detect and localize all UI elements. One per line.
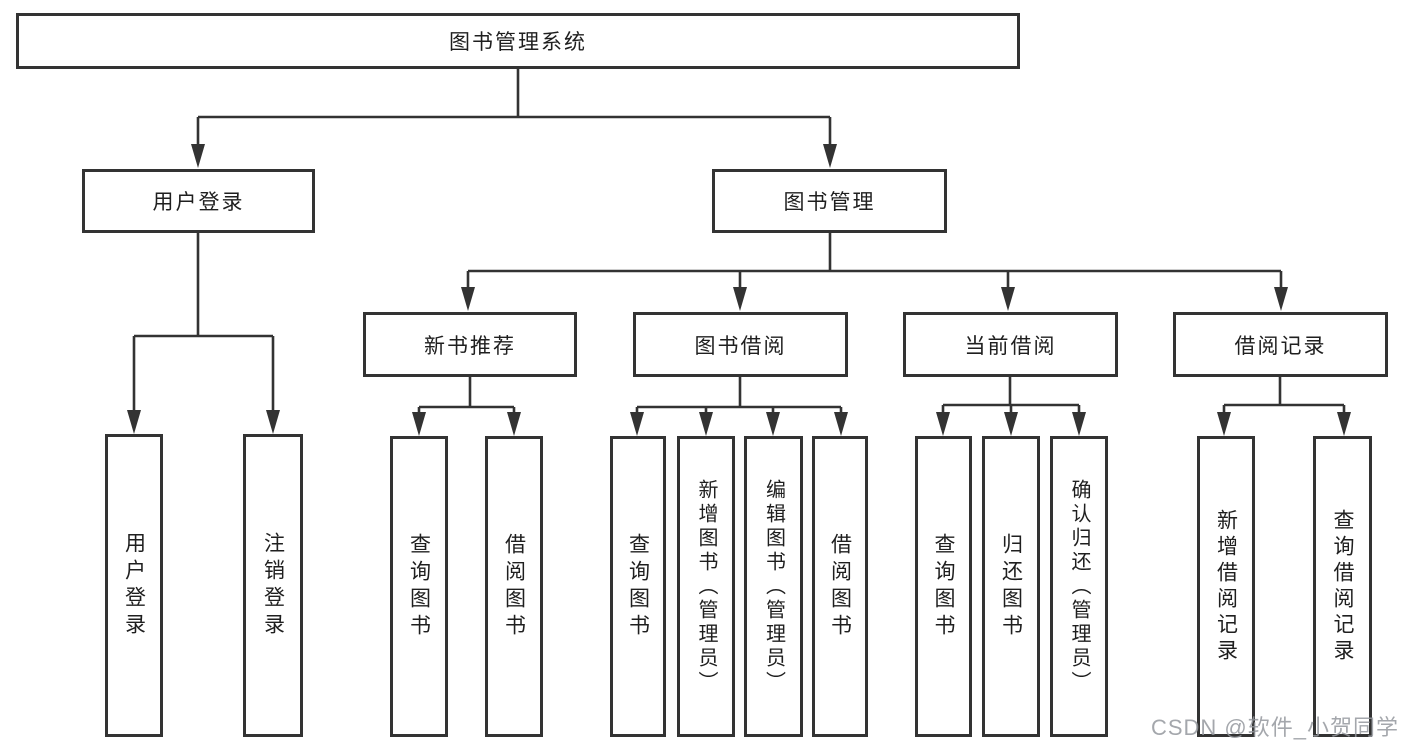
leaf-query-books-borrow: 查询图书	[610, 436, 666, 737]
leaf-add-borrow-record: 新增借阅记录	[1197, 436, 1255, 737]
node-book-management: 图书管理	[712, 169, 947, 233]
leaf-query-books-recommend: 查询图书	[390, 436, 448, 737]
leaf-user-login: 用户登录	[105, 434, 163, 737]
leaf-edit-books-admin: 编辑图书（管理员）	[744, 436, 803, 737]
leaf-logout: 注销登录	[243, 434, 303, 737]
node-borrow-record: 借阅记录	[1173, 312, 1388, 377]
leaf-borrow-books-recommend: 借阅图书	[485, 436, 543, 737]
node-new-book-recommend: 新书推荐	[363, 312, 577, 377]
node-current-borrow: 当前借阅	[903, 312, 1118, 377]
csdn-watermark: CSDN @软件_小贺同学	[1150, 715, 1399, 740]
leaf-borrow-books: 借阅图书	[812, 436, 868, 737]
leaf-return-books: 归还图书	[982, 436, 1040, 737]
node-user-login: 用户登录	[82, 169, 315, 233]
leaf-query-books-current: 查询图书	[915, 436, 972, 737]
leaf-add-books-admin: 新增图书（管理员）	[677, 436, 735, 737]
node-root: 图书管理系统	[16, 13, 1020, 69]
leaf-confirm-return-admin: 确认归还（管理员）	[1050, 436, 1108, 737]
leaf-query-borrow-record: 查询借阅记录	[1313, 436, 1372, 737]
node-book-borrow: 图书借阅	[633, 312, 848, 377]
